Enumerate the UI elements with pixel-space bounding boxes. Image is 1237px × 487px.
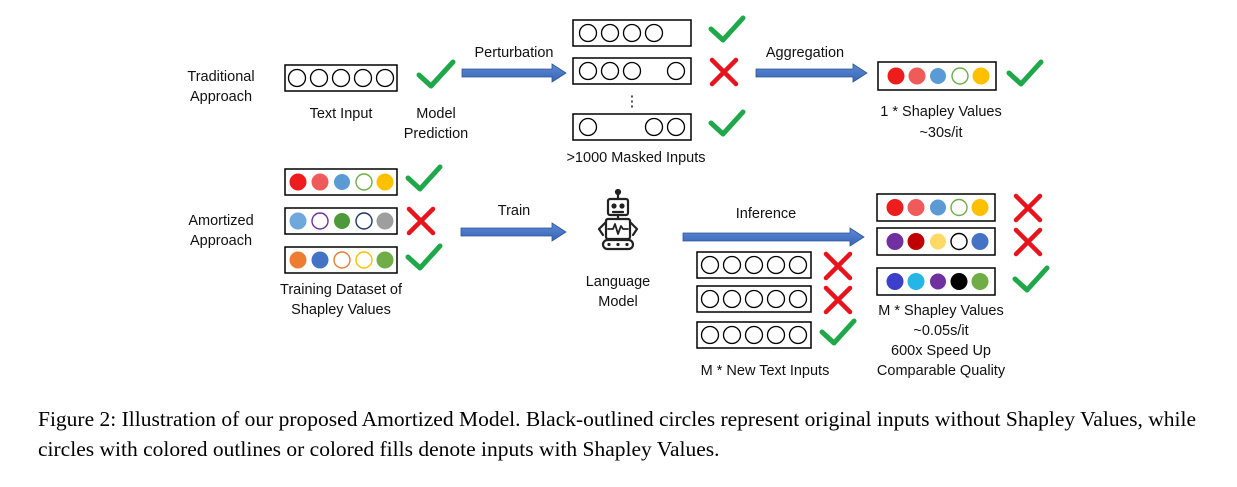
inference-label: Inference [736,206,796,222]
check-icon [819,318,857,346]
check-icon [1012,265,1050,293]
check-icon [405,164,443,192]
cross-icon [406,206,436,236]
language-model-label-line2: Model [598,294,638,310]
language-model-label-line1: Language [586,274,651,290]
traditional-approach-label-line1: Traditional [187,69,254,85]
training-sample-box [284,246,398,274]
amortized-approach-label-line2: Approach [190,233,252,249]
perturbation-label: Perturbation [475,45,554,61]
shapley-values-box [877,61,997,91]
traditional-approach-label-line2: Approach [190,89,252,105]
check-icon [1006,59,1044,87]
perturbation-arrow [461,63,567,83]
amortized-approach-label-line1: Amortized [188,213,253,229]
cross-icon [1013,193,1043,223]
shapley-output-box [876,227,996,256]
figure-label: Figure 2: [38,407,117,431]
text-input-label: Text Input [310,106,373,122]
ellipsis: ⋮ [625,94,640,110]
training-sample-box [284,168,398,196]
check-icon [708,15,746,43]
figure-caption: Figure 2: Illustration of our proposed A… [38,404,1213,464]
training-dataset-label-line1: Training Dataset of [280,282,403,298]
new-text-inputs-label: M * New Text Inputs [701,363,830,379]
shapley-1-label-line2: ~30s/it [919,125,962,141]
inference-arrow [682,227,865,247]
check-icon [416,59,456,89]
model-prediction-label-line2: Prediction [404,126,468,142]
new-text-input-box [696,321,812,349]
training-dataset-label-line2: Shapley Values [291,302,391,318]
masked-input-box [572,113,692,141]
shapley-m-label-line4: Comparable Quality [877,363,1006,379]
shapley-output-box [876,193,996,222]
cross-icon [1013,227,1043,257]
amortized-model-diagram: Traditional Approach Amortized Approach … [187,15,1050,379]
shapley-m-label-line2: ~0.05s/it [913,323,968,339]
cross-icon [823,285,853,315]
training-sample-box [284,207,398,235]
shapley-1-label-line1: 1 * Shapley Values [880,104,1001,120]
robot-icon [597,188,639,251]
shapley-output-box [876,267,996,296]
masked-inputs-label: >1000 Masked Inputs [566,150,705,166]
check-icon [405,243,443,271]
check-icon [708,109,746,137]
model-prediction-label-line1: Model [416,106,456,122]
aggregation-label: Aggregation [766,45,844,61]
new-text-input-box [696,285,812,313]
caption-text: Illustration of our proposed Amortized M… [38,407,1196,461]
masked-input-box [572,19,692,47]
text-input-box [284,64,398,92]
shapley-m-label-line1: M * Shapley Values [878,303,1003,319]
new-text-input-box [696,251,812,279]
cross-icon [823,251,853,281]
train-arrow [460,222,567,242]
masked-input-box [572,57,692,85]
cross-icon [709,57,739,87]
shapley-m-label-line3: 600x Speed Up [891,343,991,359]
aggregation-arrow [755,63,868,83]
train-label: Train [498,203,531,219]
